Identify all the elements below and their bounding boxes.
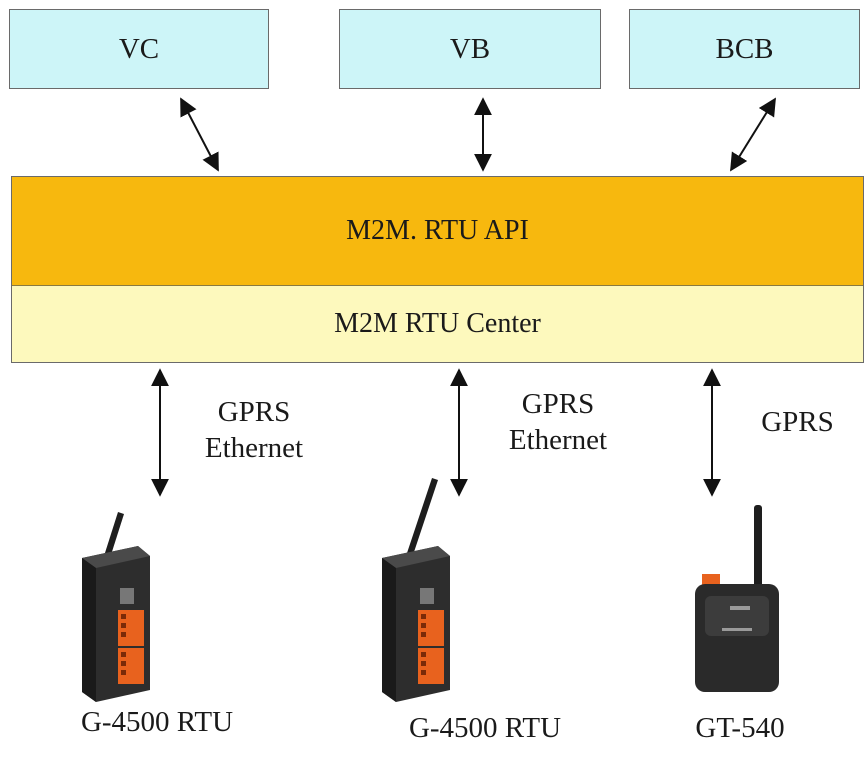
language-box-vc: VC (9, 9, 269, 89)
rtu-device-icon (382, 478, 450, 702)
center-layer-label: M2M RTU Center (334, 308, 541, 339)
protocol-line: GPRS (761, 406, 834, 438)
language-label: VB (449, 32, 491, 65)
gt540-device-icon (695, 505, 779, 692)
device-label-1: G-4500 RTU (80, 706, 234, 738)
protocol-line: Ethernet (204, 432, 304, 464)
device-label-3: GT-540 (695, 712, 785, 744)
language-box-bcb: BCB (629, 9, 860, 89)
protocol-line: GPRS (217, 396, 291, 428)
language-box-vb: VB (339, 9, 601, 89)
rtu-server-stack: M2M. RTU API M2M RTU Center (11, 176, 864, 363)
protocol-label-2: GPRS Ethernet (493, 386, 623, 458)
rtu-device-icon (82, 512, 150, 702)
api-layer: M2M. RTU API (12, 177, 863, 286)
protocol-line: Ethernet (508, 424, 608, 456)
protocol-line: GPRS (521, 388, 595, 420)
language-label: BCB (715, 32, 774, 65)
device-label-2: G-4500 RTU (408, 712, 562, 744)
protocol-label-3: GPRS (740, 404, 855, 440)
center-layer: M2M RTU Center (12, 286, 863, 362)
link-arrow-bcb (730, 97, 776, 172)
language-label: VC (118, 32, 160, 65)
link-arrow-vc (180, 97, 219, 172)
api-layer-label: M2M. RTU API (346, 215, 529, 246)
protocol-label-1: GPRS Ethernet (189, 394, 319, 466)
